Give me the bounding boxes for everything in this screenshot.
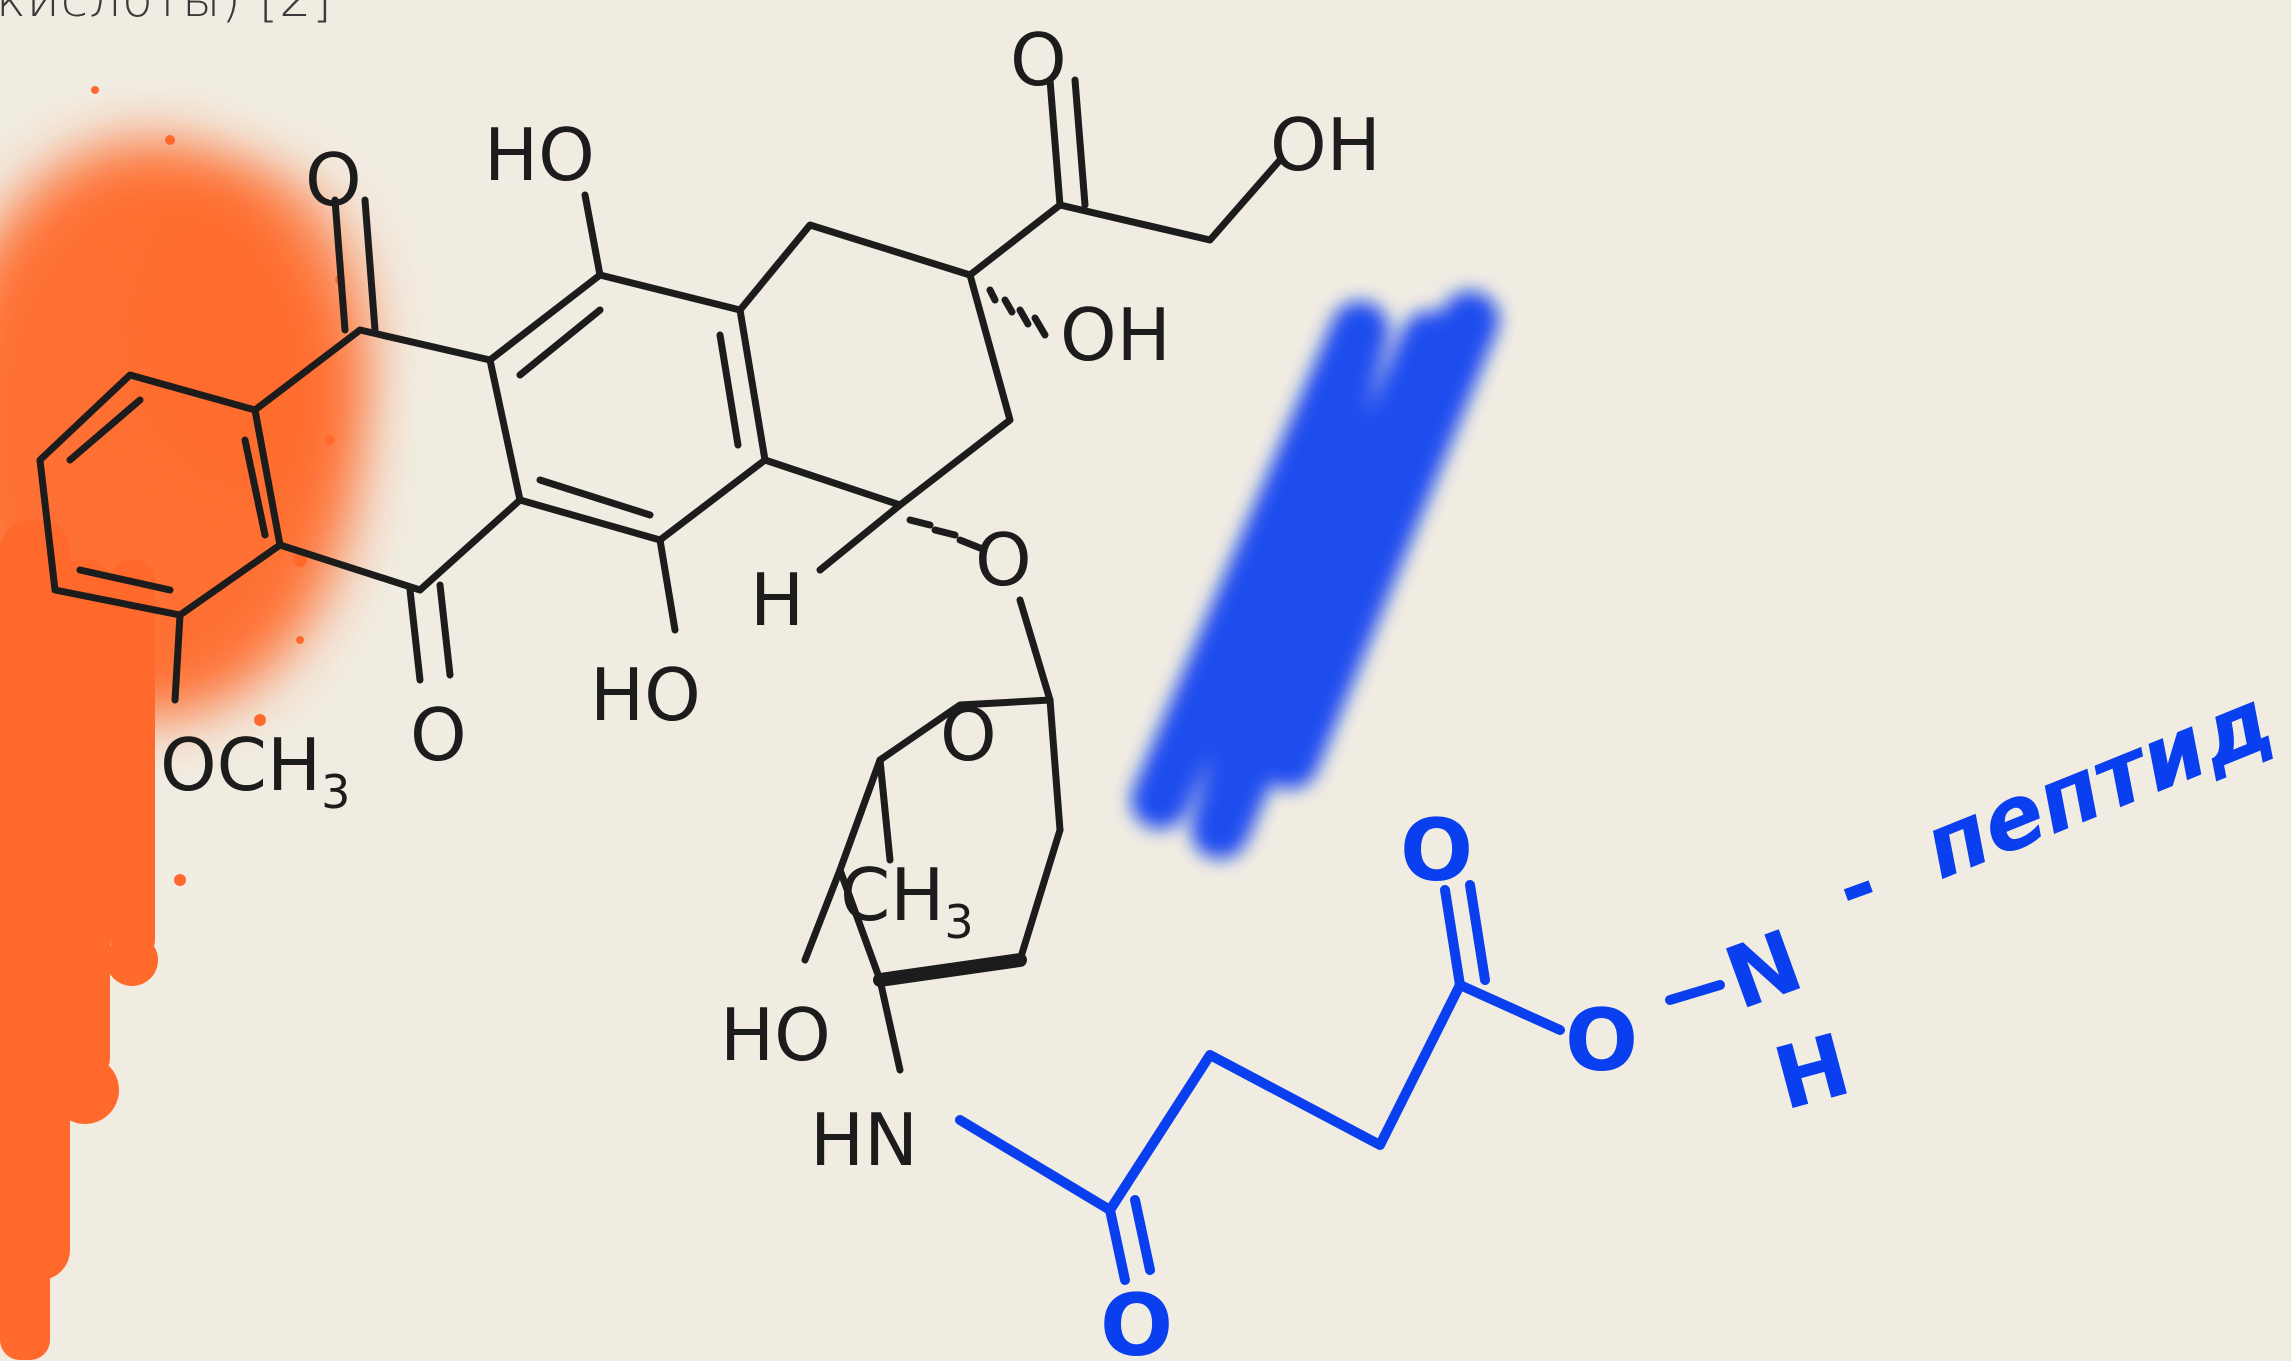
label-ho-top: HO <box>484 113 595 197</box>
label-n-link: N <box>1713 911 1815 1030</box>
label-ho-sugar: HO <box>720 993 831 1077</box>
label-hn: HN <box>810 1098 918 1182</box>
label-o-amide: O <box>1100 1276 1173 1361</box>
label-o-ring: O <box>940 693 997 777</box>
label-ch3-sub: 3 <box>944 895 973 949</box>
label-ch3-main: CH <box>840 853 944 937</box>
label-h-stereo: H <box>750 558 804 642</box>
label-ch3: CH3 <box>840 853 974 949</box>
label-o-top-ketone: O <box>305 138 362 222</box>
label-oh-terminal: OH <box>1270 103 1381 187</box>
label-dash: - <box>1823 834 1891 940</box>
label-o-glycosidic: O <box>975 518 1032 602</box>
atom-labels: HO O O OH OH H O HO OCH3 O O CH3 HO HN <box>160 18 1381 1182</box>
molecule-skeleton <box>36 76 1284 1074</box>
caption-text: кислоты) [2] <box>0 0 333 28</box>
label-oh-quaternary: OH <box>1060 293 1171 377</box>
label-o-ester: O <box>1400 801 1473 901</box>
label-peptide: пептид <box>1909 667 2286 899</box>
label-och3-main: OCH <box>160 723 321 807</box>
blue-scribble <box>1131 291 1499 859</box>
blue-linker <box>955 880 1725 1285</box>
label-ho-bottom: HO <box>590 653 701 737</box>
label-h-link: H <box>1765 1015 1860 1130</box>
label-o-bottom-ketone: O <box>410 693 467 777</box>
label-o-link: O <box>1565 991 1638 1091</box>
label-och3-sub: 3 <box>321 765 350 819</box>
label-o-acetyl: O <box>1010 18 1067 102</box>
label-och3: OCH3 <box>160 723 350 819</box>
